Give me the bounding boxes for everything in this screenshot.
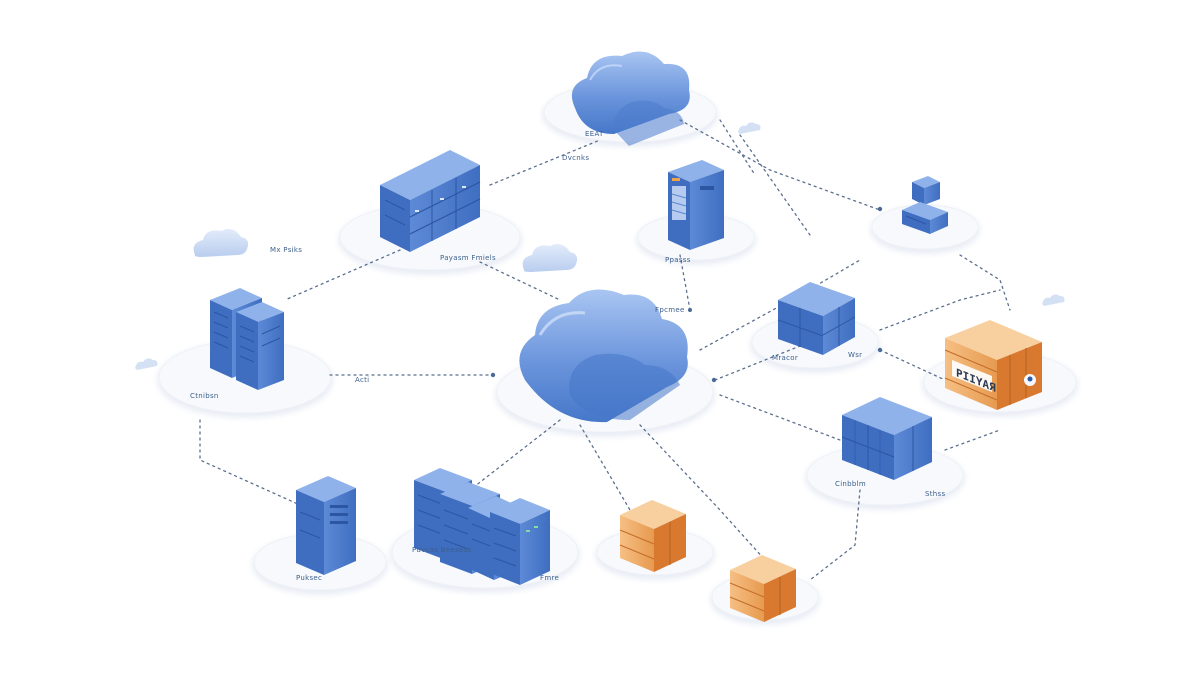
server-tower-icon bbox=[236, 302, 284, 390]
cloud-icon bbox=[193, 229, 249, 257]
label-cubes-low: Cinbblm bbox=[835, 480, 866, 488]
cloud-icon bbox=[135, 358, 158, 370]
crate-icon: PIIYAЯ bbox=[944, 320, 1042, 410]
container-stack-icon bbox=[777, 282, 856, 355]
crate-icon bbox=[729, 555, 796, 622]
label-tower-top-2: Fpcmee bbox=[655, 306, 685, 314]
label-tower-bottom: Puksec bbox=[296, 574, 322, 582]
server-stack-icon bbox=[902, 176, 948, 234]
server-tower-icon bbox=[668, 160, 724, 250]
label-api-link: Acti bbox=[355, 376, 369, 384]
label-rack-cluster: Puvcas Beesess bbox=[412, 546, 472, 554]
label-rack-cluster-right: Fmre bbox=[540, 574, 559, 582]
labels: EEAT Dvcnks Payasm Fmiels Ppasss Fpcmee … bbox=[190, 130, 945, 582]
label-top-cloud: EEAT bbox=[585, 130, 604, 138]
label-tower-top: Ppasss bbox=[665, 256, 691, 264]
label-twin-tower: Ctnibsn bbox=[190, 392, 219, 400]
label-top-cloud-sub: Dvcnks bbox=[562, 154, 589, 162]
top-cloud bbox=[571, 51, 690, 146]
label-left-cloud-tag: Mx Psiks bbox=[270, 246, 302, 254]
label-cubes-mid-right: Wsr bbox=[848, 351, 862, 359]
server-rack-icon bbox=[380, 150, 481, 252]
container-stack-icon bbox=[841, 397, 932, 480]
central-cloud bbox=[519, 289, 688, 423]
label-cubes-low-right: Sthss bbox=[925, 490, 945, 498]
label-rack-top-left: Payasm Fmiels bbox=[440, 254, 496, 262]
cloud-icon bbox=[1042, 294, 1065, 306]
label-cubes-mid: Mracor bbox=[772, 354, 798, 362]
crate-icon bbox=[619, 500, 686, 572]
cloud-icon bbox=[522, 244, 578, 272]
server-tower-icon bbox=[296, 476, 356, 575]
server-rack-cluster-icon bbox=[414, 468, 550, 585]
cloud-icon bbox=[738, 122, 761, 134]
